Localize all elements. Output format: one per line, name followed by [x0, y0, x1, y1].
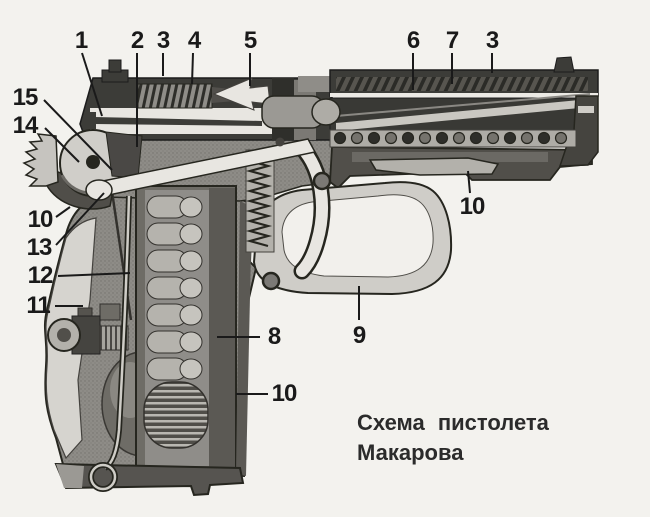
- callout-number-3: 3: [485, 27, 499, 54]
- sear: [105, 131, 143, 179]
- slide-serrations: [336, 77, 588, 91]
- callout-number-5: 5: [243, 27, 257, 54]
- spring-guide-rod: [88, 195, 132, 492]
- callout-number-12: 12: [27, 262, 54, 289]
- grip-serrations: [143, 381, 209, 449]
- callout-number-10: 10: [27, 206, 54, 233]
- front-sight: [553, 56, 575, 73]
- callout-number-4: 4: [187, 27, 201, 54]
- callout-number-8: 8: [267, 323, 281, 350]
- trigger: [293, 139, 331, 280]
- callout-number-15: 15: [12, 84, 39, 111]
- ejection-port: [298, 76, 338, 92]
- slide-stop-lever: [368, 157, 500, 176]
- trigger-spring: [245, 149, 275, 253]
- callout-number-7: 7: [445, 27, 459, 54]
- callout-number-10: 10: [459, 193, 486, 220]
- frame-pins: [261, 137, 332, 291]
- callout-number-3: 3: [156, 27, 170, 54]
- hammer-pivot: [86, 155, 100, 169]
- caption-line-2: Макарова: [357, 440, 464, 465]
- figure-caption: Схема пистолета Макарова: [357, 408, 549, 468]
- recoil-spring: [329, 129, 577, 148]
- front-strap: [236, 201, 252, 476]
- slide-front: [329, 56, 599, 167]
- callout-number-9: 9: [352, 322, 366, 349]
- chambered-cartridge: [261, 95, 341, 129]
- magazine: [135, 185, 252, 476]
- callout-number-11: 11: [26, 292, 50, 319]
- callout-number-1: 1: [74, 27, 88, 54]
- cartridges: [146, 195, 203, 381]
- trigger-guard: [252, 181, 453, 296]
- callout-number-14: 14: [12, 112, 39, 139]
- dust-cover: [329, 146, 593, 190]
- striker-spring: [137, 83, 213, 109]
- caption-line-1: Схема пистолета: [357, 410, 549, 435]
- callout-number-2: 2: [130, 27, 144, 54]
- callout-number-10: 10: [271, 380, 298, 407]
- callout-number-13: 13: [26, 234, 53, 261]
- barrel-bore: [336, 99, 590, 131]
- callout-number-6: 6: [406, 27, 420, 54]
- rear-sight-blade: [108, 59, 122, 73]
